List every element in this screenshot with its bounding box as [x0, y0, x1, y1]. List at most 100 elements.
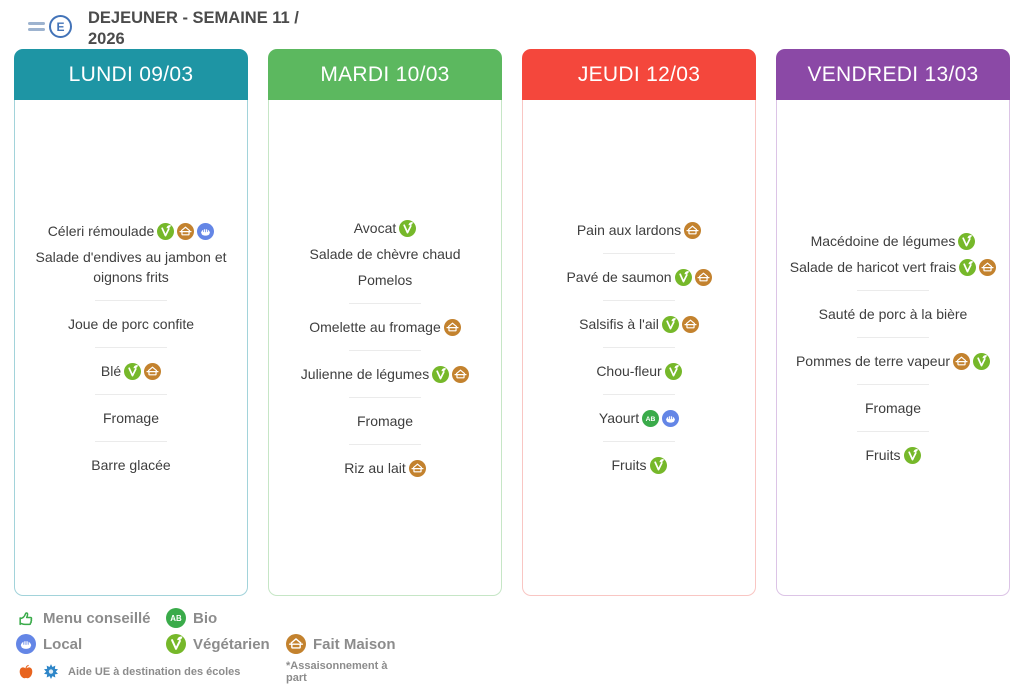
course-divider	[95, 393, 167, 395]
fait-maison-icon	[452, 365, 470, 383]
fait-maison-icon	[286, 634, 306, 654]
fait-maison-icon	[681, 316, 699, 333]
menu-item: Pommes de terre vapeur	[783, 351, 1003, 371]
menu-item-label: Macédoine de légumes	[810, 232, 956, 249]
menu-item: Julienne de légumes	[275, 364, 495, 384]
apple-icon	[16, 662, 36, 682]
course-divider	[349, 396, 421, 398]
vegetarien-icon	[432, 365, 450, 383]
menu-item: Pain aux lardons	[529, 220, 749, 240]
menu-item: Céleri rémoulade	[21, 221, 241, 241]
menu-item: Avocat	[275, 218, 495, 238]
menu-item-label: Riz au lait	[344, 459, 406, 476]
menu-item-label: Avocat	[353, 219, 397, 236]
menu-item-label: Céleri rémoulade	[47, 222, 155, 239]
page-header: E DEJEUNER - SEMAINE 11 / 2026	[0, 0, 1024, 49]
page-title: DEJEUNER - SEMAINE 11 / 2026	[88, 9, 299, 49]
menu-item: Barre glacée	[21, 455, 241, 475]
day-header: LUNDI 09/03	[14, 49, 248, 100]
course-divider	[95, 346, 167, 348]
course-divider	[603, 441, 675, 442]
school-logo: E	[28, 15, 72, 38]
legend-label: Menu conseillé	[43, 609, 151, 627]
menu-item: Riz au lait	[275, 458, 495, 478]
vegetarien-icon	[674, 269, 692, 286]
menu-item: Fromage	[21, 408, 241, 428]
legend-label: Local	[43, 635, 83, 653]
menu-item-label: Salade de chèvre chaud	[309, 245, 461, 262]
legend-label: Aide UE à destination des écoles	[68, 666, 241, 678]
menu-item-label: Pain aux lardons	[576, 222, 682, 238]
menu-item-label: Joue de porc confite	[67, 315, 195, 332]
fait-maison-icon	[684, 222, 702, 239]
course-divider	[95, 299, 167, 301]
thumbs-up-icon	[16, 608, 36, 628]
menu-item-label: Blé	[100, 362, 122, 379]
local-icon	[662, 410, 680, 427]
legend-item: Végétarien	[166, 634, 286, 654]
menu-item: Salsifis à l'ail	[529, 314, 749, 334]
day-header: VENDREDI 13/03	[776, 49, 1010, 100]
menu-item-label: Fruits	[611, 457, 647, 473]
fait-maison-icon	[953, 352, 971, 370]
menu-item-label: Fruits	[865, 446, 901, 463]
menu-item: Omelette au fromage	[275, 317, 495, 337]
legend-item: Menu conseillé	[16, 608, 166, 628]
menu-item: Macédoine de légumes	[783, 231, 1003, 251]
fait-maison-icon	[177, 222, 195, 240]
course-divider	[857, 289, 929, 291]
menu-item-label: Pommes de terre vapeur	[795, 352, 951, 369]
menu-item: Sauté de porc à la bière	[783, 304, 1003, 324]
course-divider	[603, 300, 675, 301]
day-header: MARDI 10/03	[268, 49, 502, 100]
legend-item: Local	[16, 634, 166, 654]
fait-maison-icon	[443, 318, 461, 336]
menu-item: Fromage	[275, 411, 495, 431]
course-divider	[603, 347, 675, 348]
legend-item: *Assaisonnement à part	[286, 660, 406, 684]
vegetarien-icon	[166, 634, 186, 654]
vegetarien-icon	[399, 219, 417, 237]
legend-icon-group	[16, 662, 61, 682]
menu-item-label: Pavé de saumon	[566, 269, 672, 285]
menu-item: Joue de porc confite	[21, 314, 241, 334]
menu-item: Salade de chèvre chaud	[275, 244, 495, 264]
vegetarien-icon	[661, 316, 679, 333]
vegetarien-icon	[958, 232, 976, 250]
menu-item: Salade d'endives au jambon et oignons fr…	[21, 247, 241, 287]
bio-icon: AB	[642, 410, 660, 427]
menu-item-label: Chou-fleur	[596, 363, 662, 379]
vegetarien-icon	[959, 258, 977, 276]
menu-item-label: Fromage	[102, 409, 160, 426]
eu-icon	[41, 662, 61, 682]
legend-label: Végétarien	[193, 635, 270, 653]
fait-maison-icon	[694, 269, 712, 286]
menu-item: Blé	[21, 361, 241, 381]
course-divider	[857, 336, 929, 338]
menu-item-label: Salade de haricot vert frais	[789, 258, 957, 275]
local-icon	[16, 634, 36, 654]
day-header: JEUDI 12/03	[522, 49, 756, 100]
course-divider	[603, 394, 675, 395]
fait-maison-icon	[408, 459, 426, 477]
menu-item-label: Julienne de légumes	[300, 365, 430, 382]
menu-item: Fruits	[783, 445, 1003, 465]
vegetarien-icon	[649, 457, 667, 474]
vegetarien-icon	[124, 362, 142, 380]
legend-label: Bio	[193, 609, 218, 627]
course-divider	[349, 349, 421, 351]
menu-item: Chou-fleur	[529, 361, 749, 381]
menu-item: Fruits	[529, 455, 749, 475]
